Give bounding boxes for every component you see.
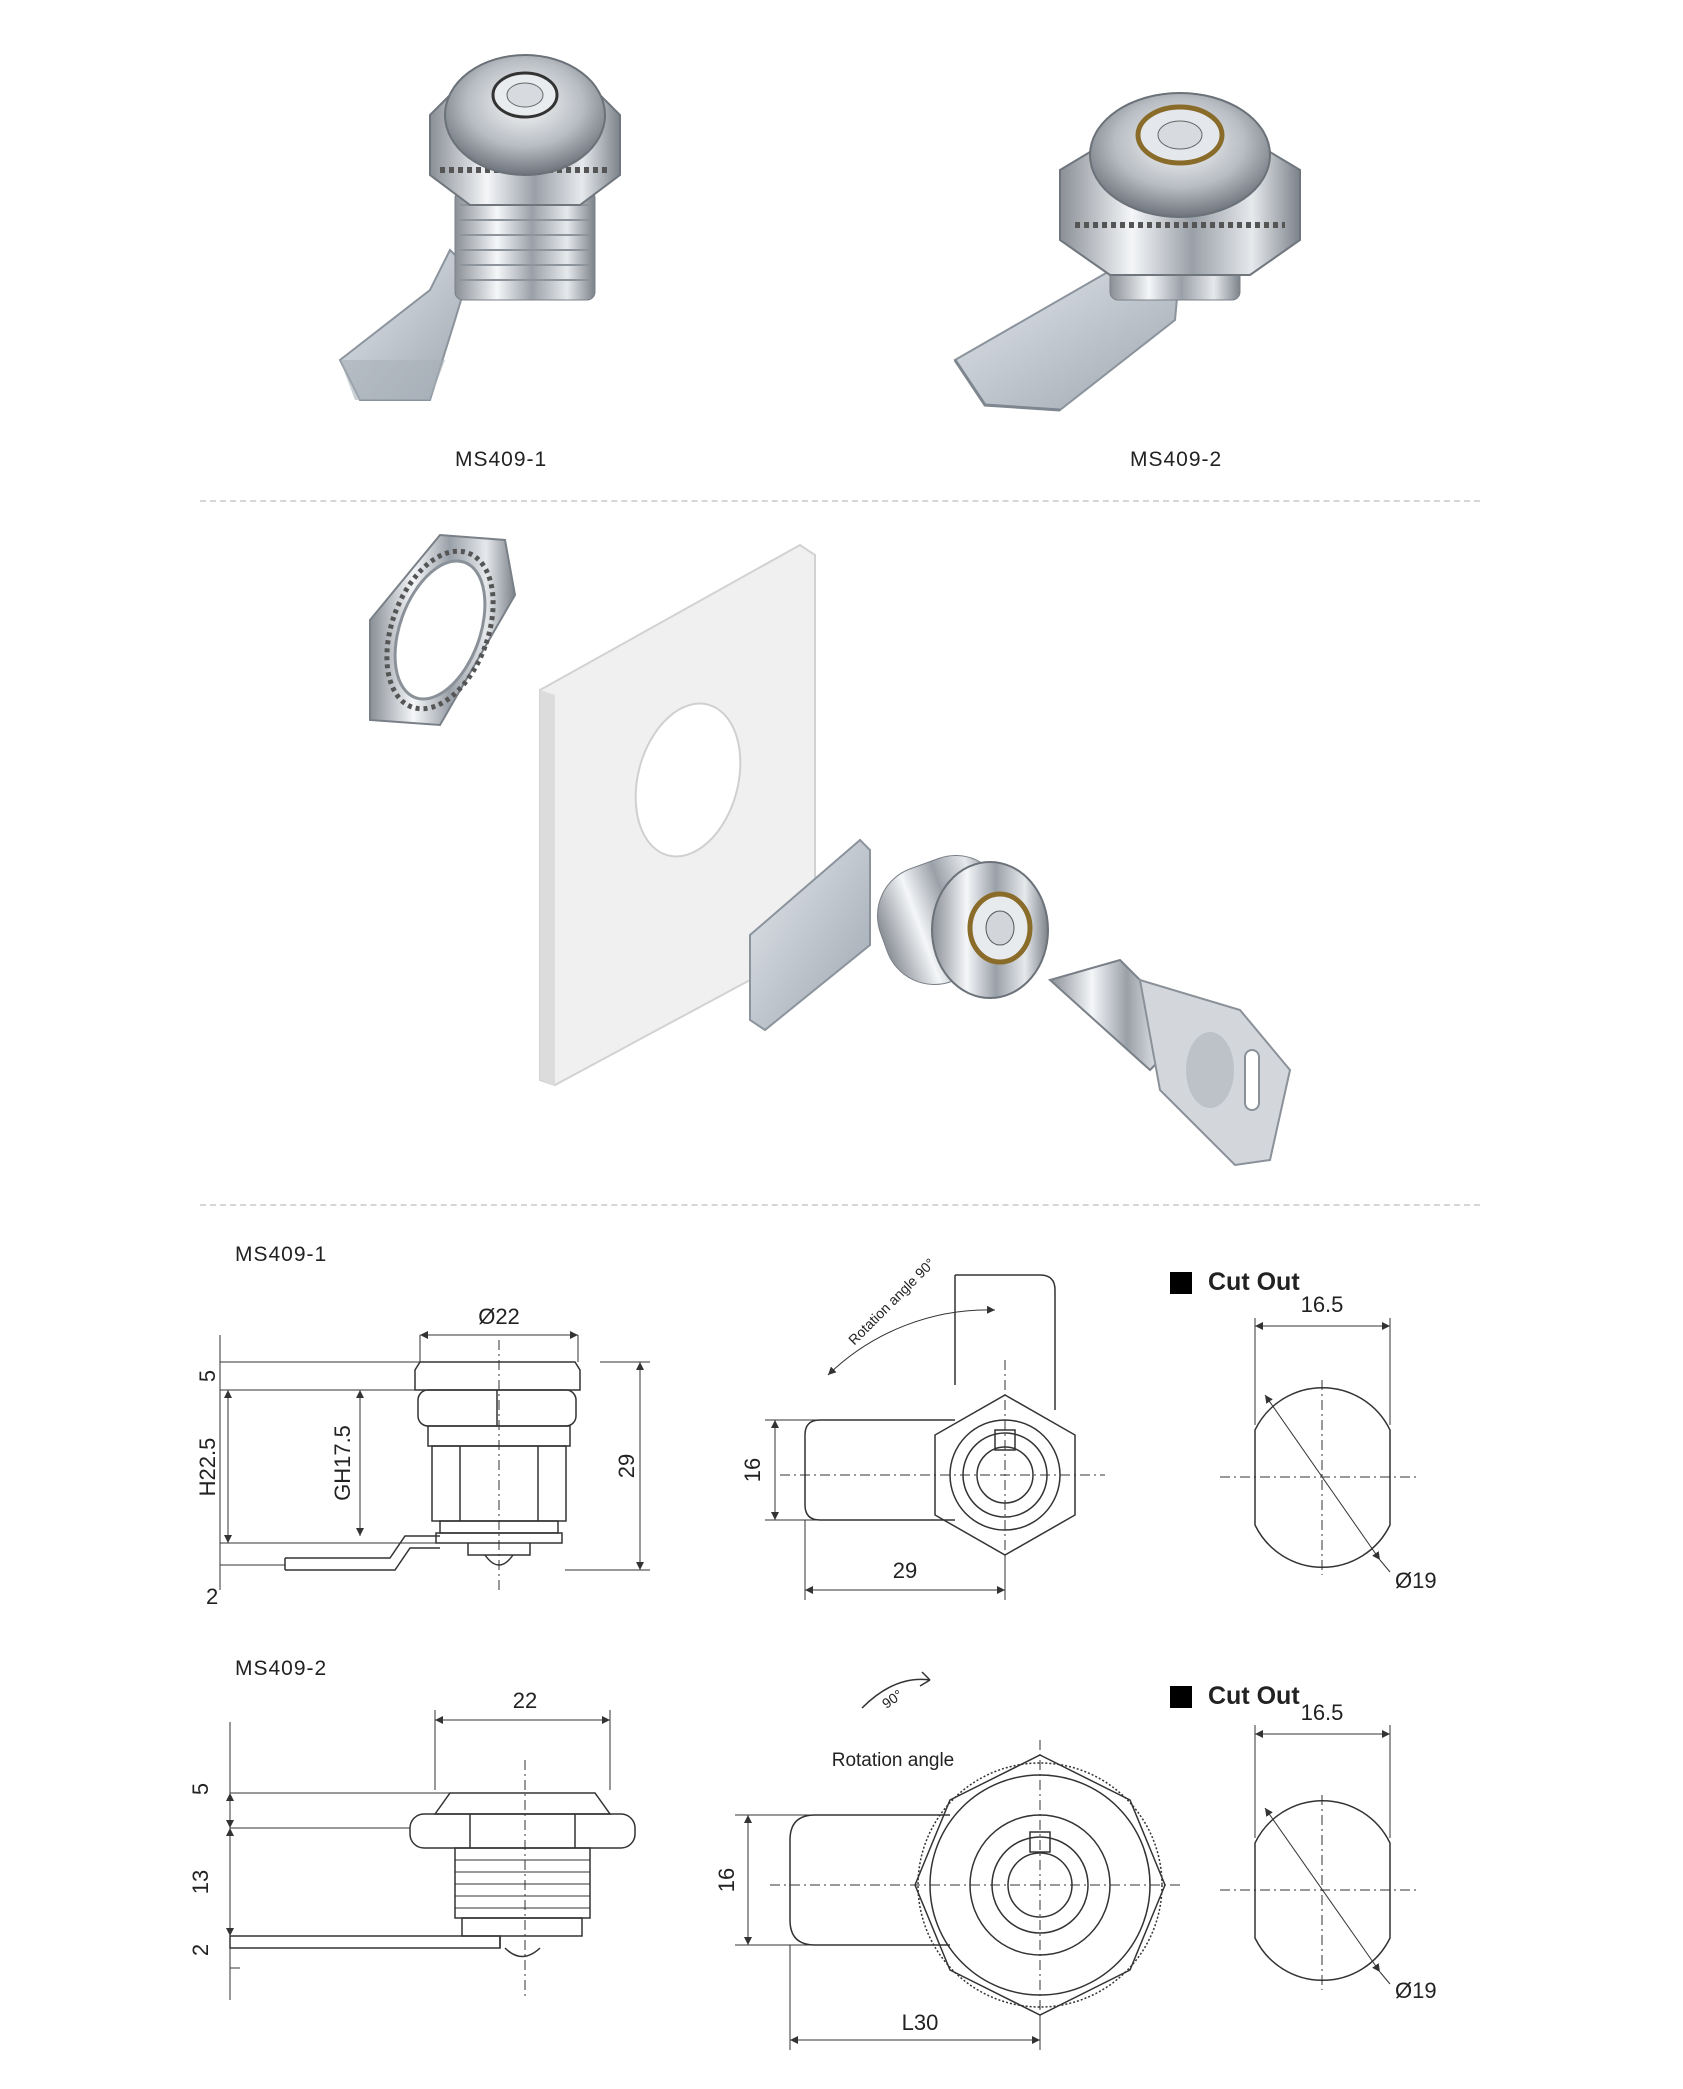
section-divider-2 xyxy=(200,1204,1480,1206)
cut-out-shape-1 xyxy=(1220,1318,1420,1575)
dim-width-16-2: 16 xyxy=(714,1868,739,1892)
cut-out-diameter-19-1: Ø19 xyxy=(1395,1568,1437,1593)
lock-photo-ms409-1 xyxy=(338,54,621,401)
product-photos xyxy=(338,54,1301,412)
bullet-square-icon xyxy=(1170,1271,1192,1294)
cut-out-flat-16-5-2: 16.5 xyxy=(1301,1700,1344,1725)
dim-height-22-5: H22.5 xyxy=(195,1438,220,1497)
mounting-panel-icon xyxy=(539,543,816,1087)
drawing-title-ms409-1: MS409-1 xyxy=(235,1243,328,1266)
section-divider-1 xyxy=(200,500,1480,502)
lock-photo-ms409-2 xyxy=(953,92,1301,412)
rotation-angle-label-2: Rotation angle xyxy=(832,1750,955,1771)
dim-length-l30: L30 xyxy=(902,2010,939,2035)
dim-diameter-22-2: 22 xyxy=(513,1688,537,1713)
dim-top-5: 5 xyxy=(195,1370,220,1382)
bullet-square-icon xyxy=(1170,1685,1192,1708)
dim-diameter-22: Ø22 xyxy=(478,1304,520,1329)
cut-out-heading-1: Cut Out xyxy=(1170,1268,1300,1297)
side-view-ms409-1 xyxy=(219,1331,650,1590)
dim-length-29: 29 xyxy=(893,1558,917,1583)
dim-bottom-2: 2 xyxy=(206,1584,218,1609)
product-caption-ms409-1: MS409-1 xyxy=(455,448,548,471)
cut-out-shape-2 xyxy=(1220,1725,1420,1990)
cut-out-diameter-19-2: Ø19 xyxy=(1395,1978,1437,2003)
dim-bottom-2-2: 2 xyxy=(188,1944,213,1956)
lock-body-icon xyxy=(749,838,1049,1032)
dim-width-16: 16 xyxy=(740,1458,765,1482)
rotation-angle-label-1: Rotation angle 90° xyxy=(845,1255,938,1348)
dim-top-5-2: 5 xyxy=(188,1783,213,1795)
front-view-ms409-2 xyxy=(735,1671,1180,2050)
cut-out-flat-16-5-1: 16.5 xyxy=(1301,1292,1344,1317)
rotation-degree-label: 90° xyxy=(879,1686,906,1711)
dim-thread-17-5: GH17.5 xyxy=(330,1425,355,1501)
key-icon xyxy=(1047,958,1292,1167)
technical-drawings: Ø22 5 H22.5 GH17.5 29 2 Rotation angle 9… xyxy=(188,1255,1437,2050)
cut-out-heading-2: Cut Out xyxy=(1170,1682,1300,1711)
product-caption-ms409-2: MS409-2 xyxy=(1130,448,1223,471)
drawing-title-ms409-2: MS409-2 xyxy=(235,1657,328,1680)
cut-out-label: Cut Out xyxy=(1208,1682,1300,1710)
front-view-ms409-1 xyxy=(765,1274,1105,1600)
cut-out-label: Cut Out xyxy=(1208,1268,1300,1296)
dim-overall-29: 29 xyxy=(614,1454,639,1478)
hex-nut-icon xyxy=(369,533,517,727)
exploded-assembly-view xyxy=(369,533,1292,1167)
side-view-ms409-2 xyxy=(226,1710,636,2000)
dim-height-13: 13 xyxy=(188,1870,213,1894)
